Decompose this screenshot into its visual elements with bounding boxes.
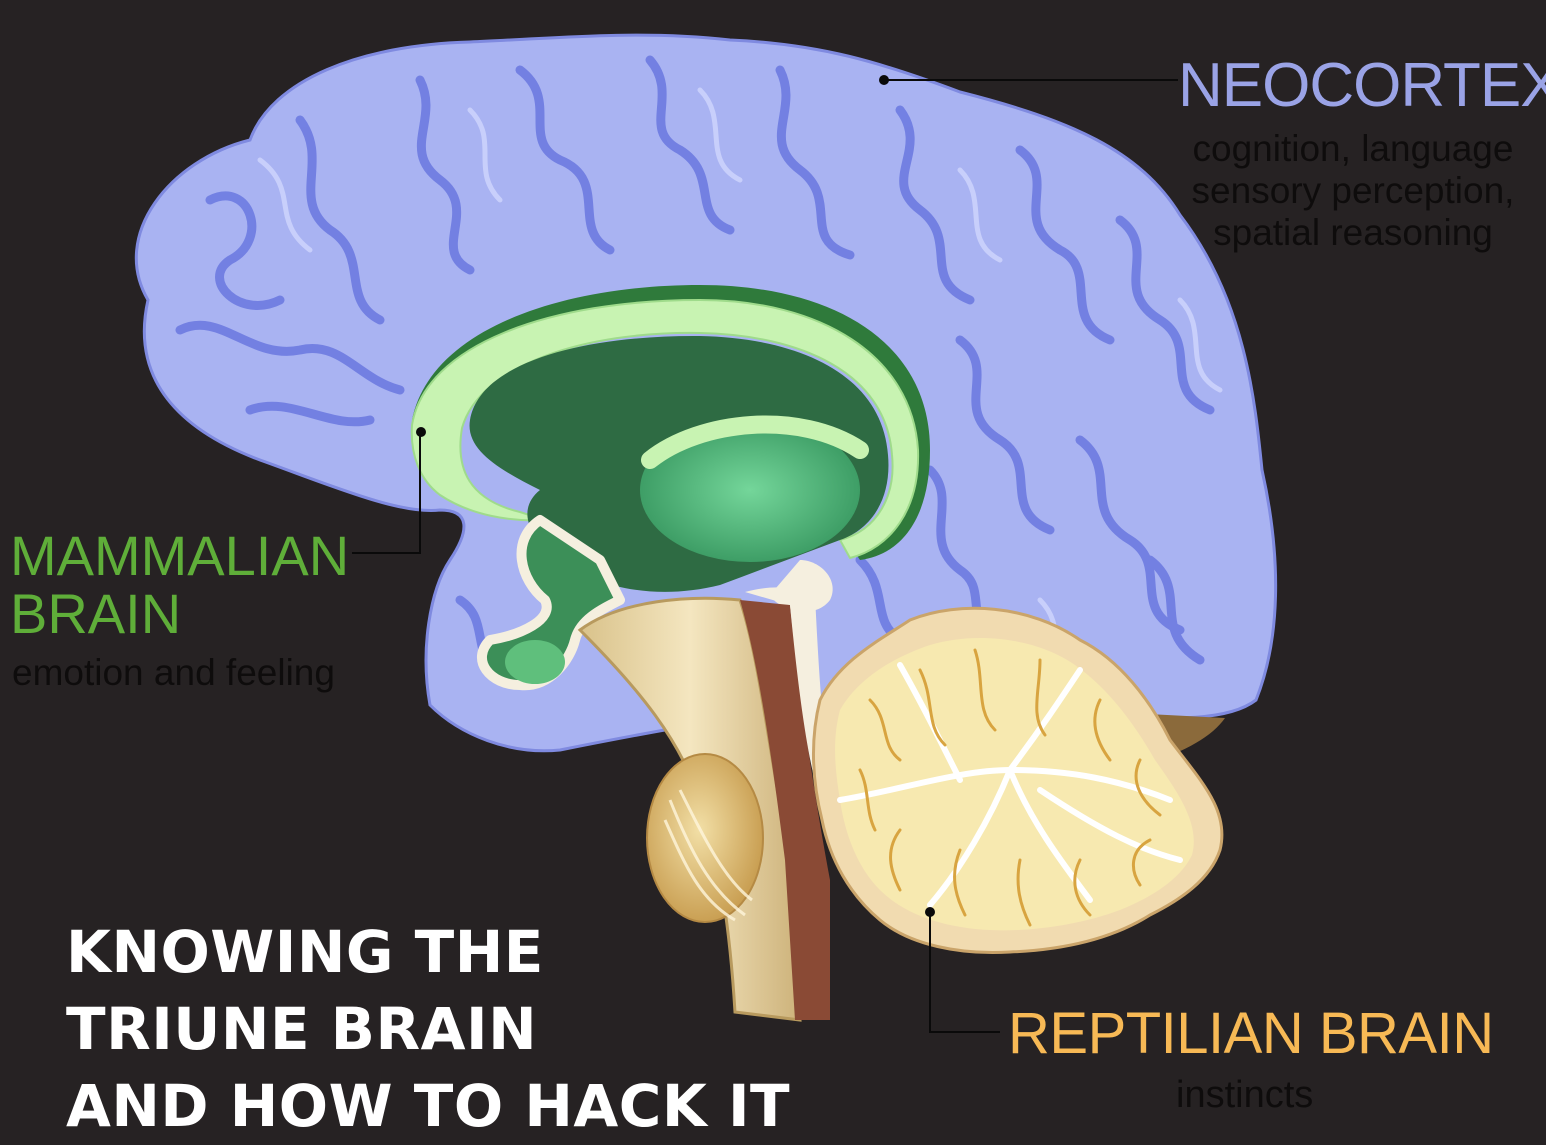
headline: KNOWING THE TRIUNE BRAIN AND HOW TO HACK… [66, 914, 790, 1145]
reptilian-title: REPTILIAN BRAIN [1008, 1000, 1494, 1067]
headline-line-1: KNOWING THE [66, 914, 790, 991]
mammalian-description: emotion and feeling [12, 652, 335, 694]
neocortex-title: NEOCORTEX [1178, 50, 1546, 121]
headline-line-2: TRIUNE BRAIN [66, 991, 790, 1068]
mammalian-title: MAMMALIAN BRAIN [10, 527, 370, 643]
headline-line-3: AND HOW TO HACK IT [66, 1068, 790, 1145]
neocortex-description: cognition, language sensory perception, … [1168, 128, 1538, 254]
reptilian-description: instincts [1176, 1074, 1313, 1117]
